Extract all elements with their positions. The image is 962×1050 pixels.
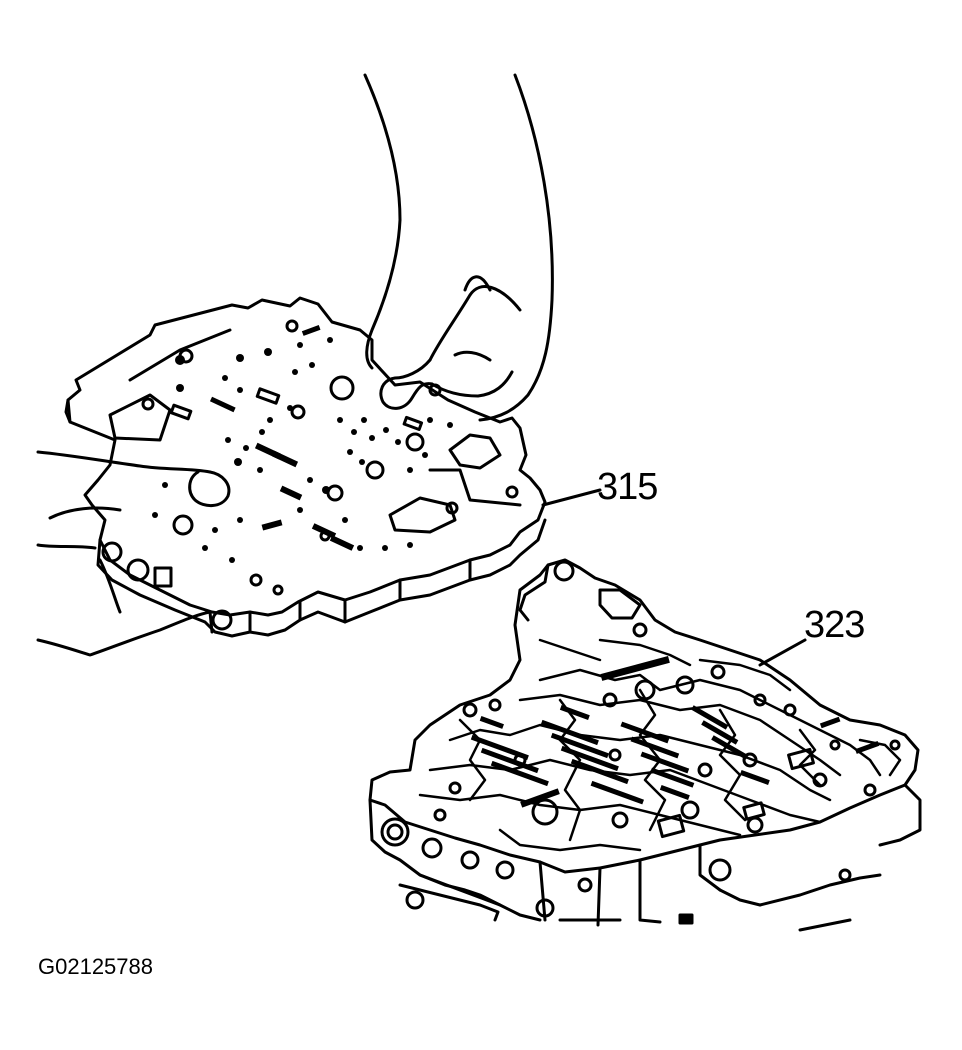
callout-label-323: 323: [804, 604, 865, 646]
valve-body: [368, 558, 922, 932]
leader-line-323: [758, 638, 807, 667]
leader-line-315: [541, 488, 602, 507]
figure-id: G02125788: [38, 954, 153, 979]
callout-label-315: 315: [597, 466, 658, 508]
upper-hand: [363, 73, 554, 422]
separator-plate: [64, 296, 547, 638]
lower-hand: [36, 450, 231, 657]
